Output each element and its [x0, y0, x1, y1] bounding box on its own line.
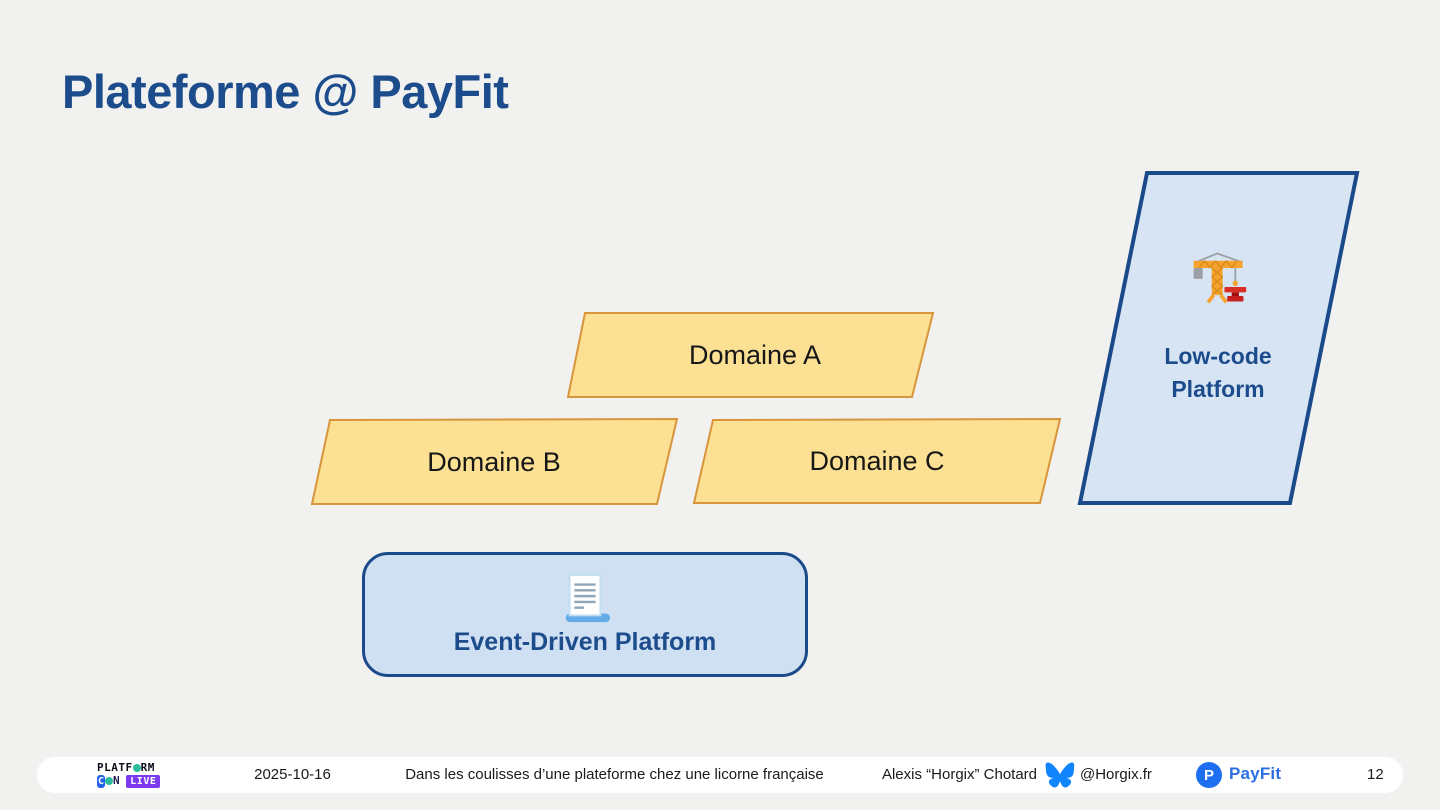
bluesky-icon [1045, 762, 1075, 788]
live-badge: LIVE [126, 775, 161, 788]
footer-bluesky-handle: @Horgix.fr [1080, 766, 1152, 783]
domaine-c-shape [692, 417, 1062, 504]
payfit-wordmark: PayFit [1229, 764, 1282, 783]
platformcon-o-dot-icon [105, 777, 114, 785]
event-driven-platform-box: Event-Driven Platform [362, 552, 808, 677]
domaine-b-label: Domaine B [427, 446, 561, 477]
payfit-logo-icon: P [1196, 762, 1222, 788]
event-driven-platform-label: Event-Driven Platform [453, 628, 717, 656]
domaine-c-label: Domaine C [809, 445, 945, 476]
page-title: Plateforme @ PayFit [62, 65, 509, 118]
crane-icon [1193, 252, 1247, 304]
footer-page-number: 12 [1367, 766, 1384, 783]
domaine-b-shape [310, 417, 679, 505]
receipt-icon [565, 573, 611, 623]
footer-date: 2025-10-16 [254, 766, 331, 783]
lowcode-platform-shape [1077, 171, 1360, 505]
platformcon-o-dot-icon [132, 764, 141, 772]
domaine-a-shape [566, 312, 935, 398]
lowcode-label-line1: Low-code [1164, 343, 1272, 369]
lowcode-platform-label: Low-code Platform [1108, 340, 1328, 406]
lowcode-label-line2: Platform [1171, 376, 1265, 402]
footer-author: Alexis “Horgix” Chotard [881, 766, 1038, 783]
footer-talk-title: Dans les coulisses d’une plateforme chez… [405, 766, 824, 783]
domaine-a-label: Domaine A [688, 339, 822, 370]
